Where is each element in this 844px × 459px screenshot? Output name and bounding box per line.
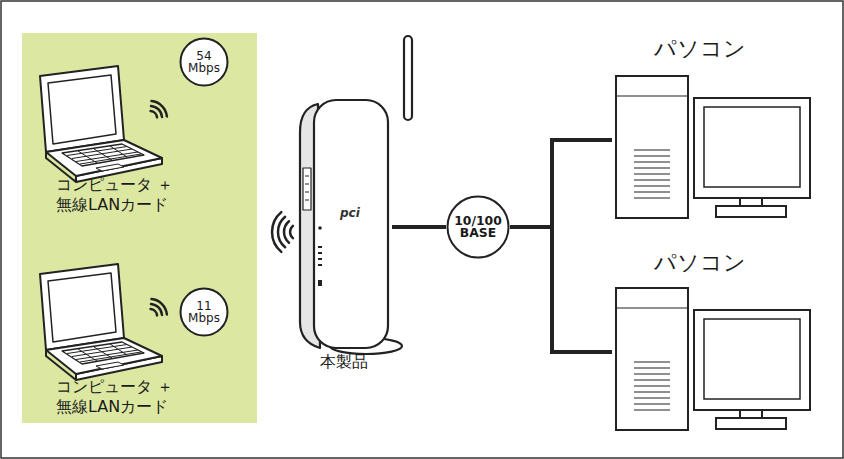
brand-logo: pci — [340, 206, 360, 220]
node-text: 54 Mbps — [186, 50, 222, 74]
laptop-node: コンピュータ ＋無線LANカード — [30, 258, 202, 419]
pc-node: パソコン — [612, 34, 816, 224]
lan-speed-circle: 10/100 BASE — [446, 195, 510, 259]
node-text: 10/100 BASE — [454, 215, 502, 240]
router-illustration — [272, 36, 412, 354]
pc-illustration — [616, 288, 810, 430]
speed-circle: 54 Mbps — [179, 37, 229, 87]
laptop-illustration — [40, 66, 167, 182]
node-text: 本製品 — [320, 352, 368, 372]
circle-outline — [448, 197, 509, 258]
pc-node: パソコン — [612, 248, 816, 434]
node-text: コンピュータ ＋無線LANカード — [56, 377, 196, 417]
node-text: パソコン — [654, 36, 746, 62]
laptop-node: コンピュータ ＋無線LANカード — [30, 60, 202, 217]
router-node: 本製品 — [296, 34, 392, 374]
node-text: パソコン — [654, 250, 746, 276]
wireless-panel — [22, 33, 257, 423]
speed-circle: 11 Mbps — [179, 287, 229, 337]
node-text: 11 Mbps — [186, 300, 222, 324]
circle-outline — [181, 289, 228, 336]
pc-illustration — [616, 76, 810, 218]
network-cable — [510, 227, 612, 352]
circle-outline — [181, 39, 228, 86]
network-cable — [510, 140, 612, 227]
network-cable — [392, 225, 446, 229]
node-text: コンピュータ ＋無線LANカード — [56, 175, 196, 215]
laptop-illustration — [40, 264, 167, 380]
